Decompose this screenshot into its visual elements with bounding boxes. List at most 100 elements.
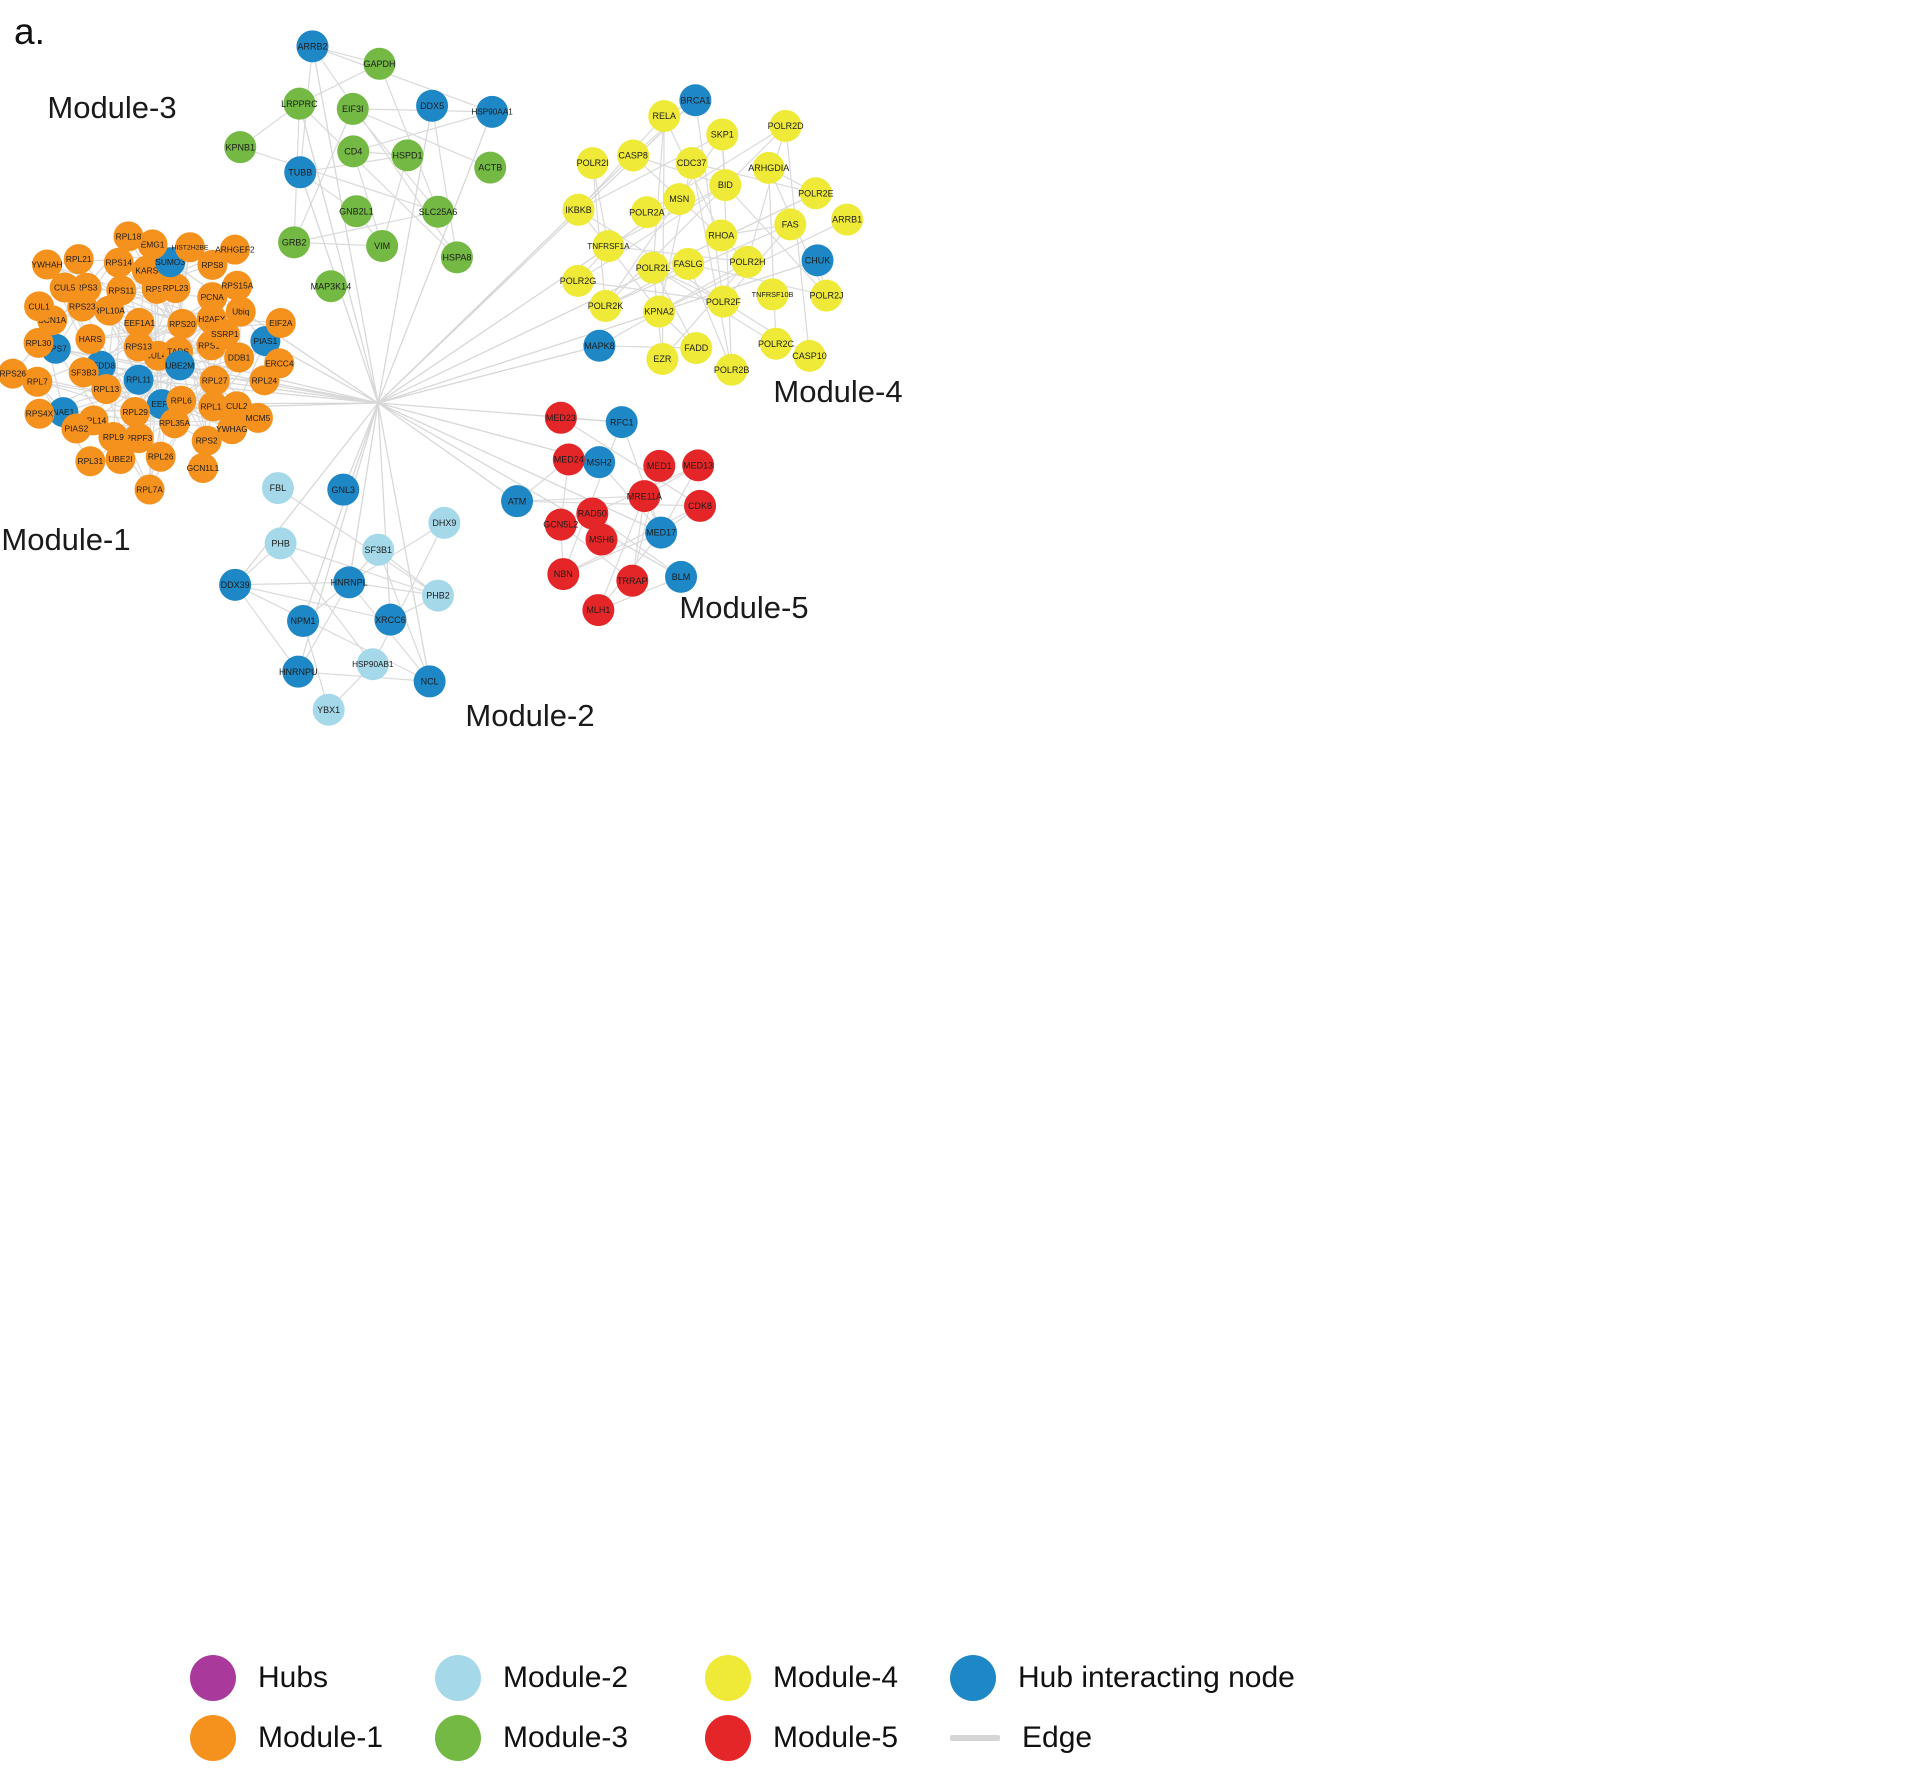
network-node — [32, 249, 63, 280]
network-node — [756, 278, 789, 311]
legend-item-edge: Edge — [950, 1721, 1295, 1755]
network-node — [123, 331, 154, 362]
network-node — [75, 323, 106, 354]
module2-swatch — [435, 1655, 481, 1701]
network-node — [123, 364, 154, 395]
network-node — [24, 398, 55, 429]
network-node — [113, 221, 144, 252]
network-node — [752, 151, 785, 184]
network-node — [793, 339, 826, 372]
network-node — [296, 30, 329, 63]
legend-label: Edge — [1022, 1721, 1093, 1754]
network-node — [61, 413, 92, 444]
legend-item-hubs: Hubs — [190, 1655, 435, 1701]
network-node — [224, 342, 255, 373]
network-node — [616, 564, 649, 597]
network-node — [219, 568, 252, 601]
network-node — [145, 441, 176, 472]
network-node — [759, 327, 792, 360]
legend-label: Hub interacting node — [1018, 1661, 1295, 1694]
network-node — [24, 291, 55, 322]
panel-letter: a. — [14, 11, 45, 52]
hub-edges — [298, 46, 493, 404]
network-node — [562, 193, 595, 226]
network-node — [646, 342, 679, 375]
network-node — [106, 275, 137, 306]
network-node — [283, 87, 316, 120]
network-node — [374, 603, 407, 636]
module-edges — [239, 45, 493, 258]
network-node — [187, 453, 218, 484]
network-node — [561, 264, 594, 297]
network-node — [680, 332, 713, 365]
network-node — [120, 396, 151, 427]
legend: Hubs Module-1 Module-2 Module-3 Module-4… — [190, 1648, 1295, 1768]
network-node — [576, 147, 609, 180]
network-node — [413, 665, 446, 698]
network-node — [769, 109, 802, 142]
network-node — [731, 245, 764, 278]
legend-item-hub-interacting: Hub interacting node — [950, 1655, 1295, 1701]
network-node — [679, 84, 712, 117]
network-node — [774, 208, 807, 241]
hub-interacting-swatch — [950, 1655, 996, 1701]
legend-label: Module-1 — [258, 1721, 384, 1754]
network-node — [137, 229, 168, 260]
network-node — [282, 655, 315, 688]
network-node — [131, 255, 162, 286]
legend-item-module5: Module-5 — [705, 1715, 950, 1761]
network-node — [428, 506, 461, 539]
network-node — [799, 177, 832, 210]
network-node — [123, 423, 154, 454]
edge-swatch — [950, 1735, 1000, 1741]
network-node — [63, 244, 94, 275]
network-node — [810, 279, 843, 312]
module1-swatch — [190, 1715, 236, 1761]
module4-swatch — [705, 1655, 751, 1701]
network-node — [71, 272, 102, 303]
network-node — [576, 497, 609, 530]
network-node — [643, 449, 676, 482]
network-node — [22, 366, 53, 397]
hub-edges — [234, 402, 431, 682]
network-node — [648, 100, 681, 133]
network-node — [391, 139, 424, 172]
network-node — [684, 489, 717, 522]
network-node — [216, 414, 247, 445]
network-node — [124, 307, 155, 338]
module5-swatch — [705, 1715, 751, 1761]
network-node — [219, 234, 250, 265]
network-node — [224, 131, 257, 164]
network-node — [501, 485, 534, 518]
network-node — [164, 350, 195, 381]
network-node — [174, 232, 205, 263]
network-node — [706, 118, 739, 151]
network-node — [474, 151, 507, 184]
network-node — [264, 527, 297, 560]
network-node — [197, 249, 228, 280]
module-label: Module-4 — [773, 374, 902, 409]
network-node — [333, 566, 366, 599]
network-node — [222, 270, 253, 301]
legend-item-module2: Module-2 — [435, 1655, 705, 1701]
network-node — [336, 92, 369, 125]
legend-label: Module-5 — [773, 1721, 899, 1754]
network-node — [682, 449, 715, 482]
network-node — [225, 296, 256, 327]
legend-label: Module-3 — [503, 1721, 629, 1754]
network-node — [628, 480, 661, 513]
hub-edges — [377, 402, 682, 578]
network-node — [583, 446, 616, 479]
network-node — [209, 319, 240, 350]
network-node — [284, 156, 317, 189]
network-node — [544, 401, 577, 434]
network-node — [582, 594, 615, 627]
network-node — [362, 533, 395, 566]
network-node — [340, 195, 373, 228]
network-node — [585, 523, 618, 556]
network-node — [75, 446, 106, 477]
